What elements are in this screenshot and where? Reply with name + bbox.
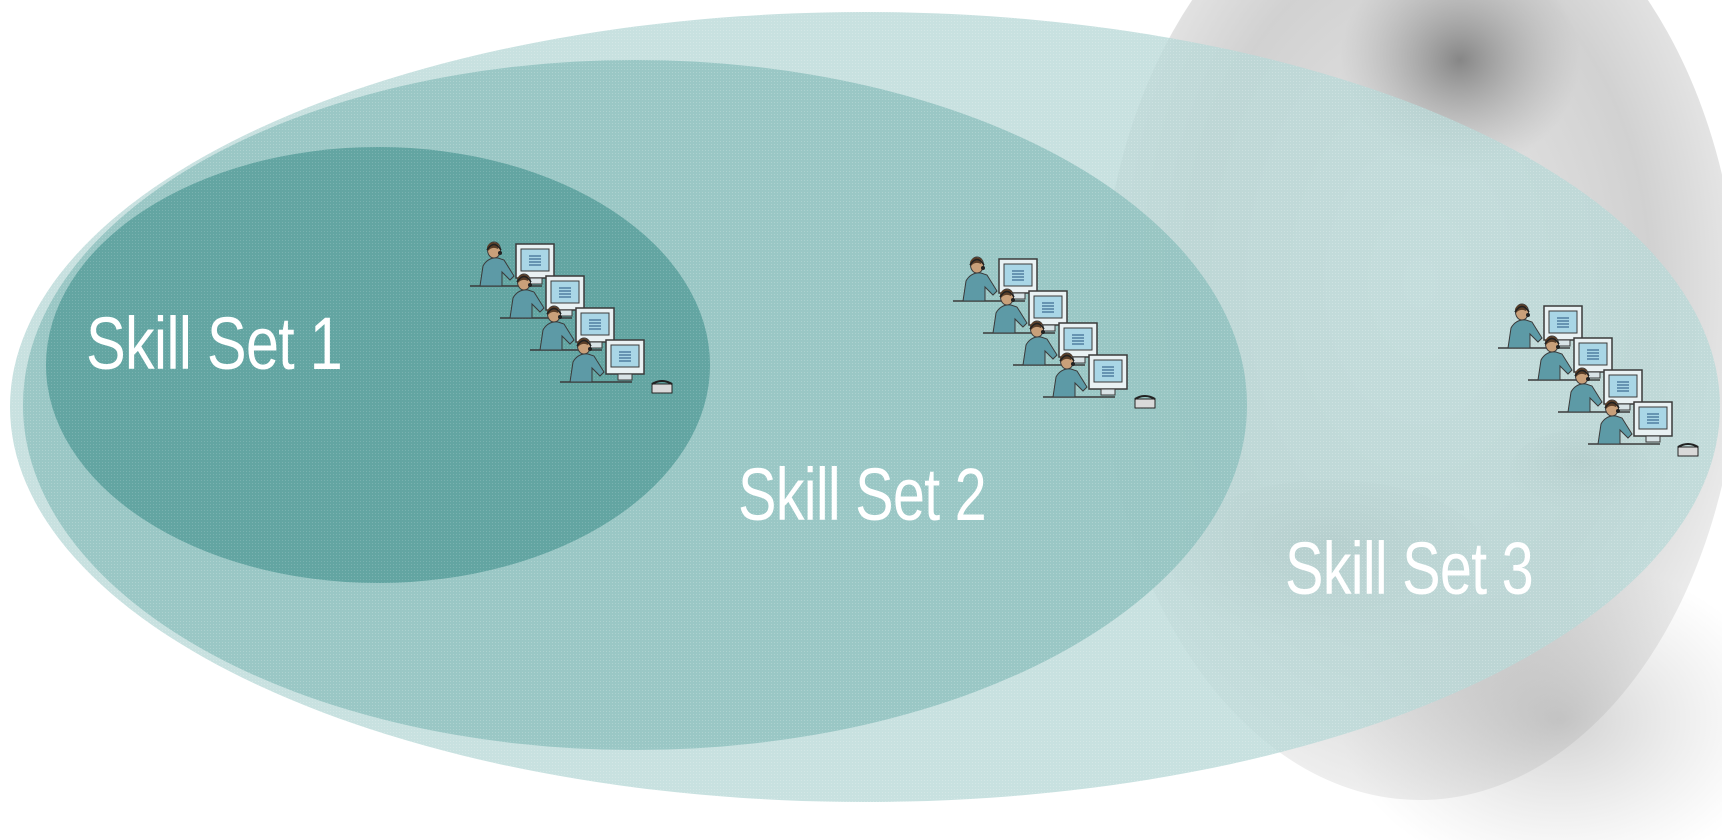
skill-set-2-label: Skill Set 2 — [738, 453, 986, 536]
skill-set-3-label: Skill Set 3 — [1285, 527, 1533, 610]
agent-group-2 — [952, 256, 1156, 409]
telephone-icon — [651, 380, 673, 394]
telephone-icon — [1677, 443, 1699, 457]
agent-group-3 — [1497, 303, 1699, 457]
telephone-icon — [1134, 395, 1156, 409]
agent-group-1 — [469, 241, 673, 394]
skill-set-1-label: Skill Set 1 — [86, 302, 342, 385]
